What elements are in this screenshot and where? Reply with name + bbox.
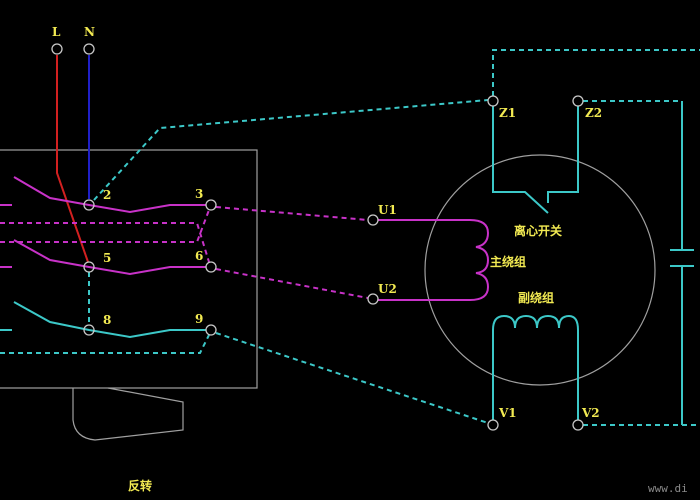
label-5: 5 bbox=[103, 251, 111, 265]
terminal-u2 bbox=[367, 293, 379, 305]
centrifugal-switch bbox=[492, 106, 579, 214]
label-aux-winding: 副绕组 bbox=[518, 290, 554, 305]
label-reverse: 反转 bbox=[128, 478, 152, 493]
contact-2-3 bbox=[0, 176, 206, 214]
terminal-5 bbox=[83, 261, 95, 273]
link-2-z1 bbox=[93, 99, 489, 201]
terminal-8 bbox=[83, 324, 95, 336]
label-u2: U2 bbox=[378, 282, 397, 296]
label-main-winding: 主绕组 bbox=[490, 254, 526, 269]
live-wire bbox=[56, 55, 89, 263]
terminal-v2 bbox=[572, 419, 584, 431]
contact-5-6 bbox=[0, 239, 206, 276]
terminal-n bbox=[83, 43, 95, 55]
terminal-z2 bbox=[572, 95, 584, 107]
label-3: 3 bbox=[195, 187, 203, 201]
label-v1: V1 bbox=[498, 406, 517, 420]
terminal-l bbox=[51, 43, 63, 55]
cross-link-b bbox=[0, 209, 210, 243]
aux-link bbox=[0, 334, 210, 354]
label-n: N bbox=[84, 25, 95, 39]
motor-outline bbox=[424, 154, 656, 386]
label-l: L bbox=[52, 25, 61, 39]
label-2: 2 bbox=[103, 188, 111, 202]
link-6-u2 bbox=[215, 268, 369, 299]
terminal-9 bbox=[205, 324, 217, 336]
terminal-v1 bbox=[487, 419, 499, 431]
terminal-2 bbox=[83, 199, 95, 211]
link-3-u1 bbox=[215, 206, 369, 221]
top-link bbox=[492, 49, 700, 96]
terminal-3 bbox=[205, 199, 217, 211]
cross-link-a bbox=[0, 222, 210, 263]
aux-winding-coil bbox=[492, 314, 579, 420]
terminal-z1 bbox=[487, 95, 499, 107]
terminal-u1 bbox=[367, 214, 379, 226]
label-6: 6 bbox=[195, 249, 203, 263]
label-z2: Z2 bbox=[585, 106, 602, 120]
link-9-v1 bbox=[215, 332, 489, 424]
label-9: 9 bbox=[195, 312, 203, 326]
main-winding-coil bbox=[378, 219, 490, 301]
label-centrifugal-switch: 离心开关 bbox=[514, 223, 562, 238]
contact-8-9 bbox=[0, 301, 206, 339]
switch-box bbox=[0, 149, 258, 389]
watermark: www.di bbox=[648, 482, 688, 495]
label-z1: Z1 bbox=[499, 106, 516, 120]
terminal-6 bbox=[205, 261, 217, 273]
capacitor bbox=[670, 101, 694, 425]
label-v2: V2 bbox=[581, 406, 600, 420]
label-u1: U1 bbox=[378, 203, 397, 217]
switch-handle bbox=[72, 387, 184, 441]
label-8: 8 bbox=[103, 313, 111, 327]
